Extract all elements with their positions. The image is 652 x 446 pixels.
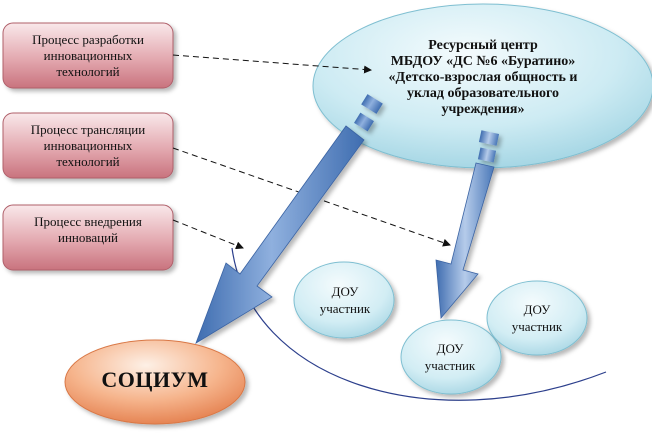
process-label-development: Процесс разработки инновационных техноло… (32, 31, 144, 79)
participant-label-2: ДОУ участник (424, 341, 476, 373)
connector-translation-to-participant (172, 147, 451, 247)
process-label-implementation: Процесс внедрения инноваций (34, 214, 142, 245)
arrow-center-to-participant (435, 130, 500, 319)
socium-label: СОЦИУМ (101, 367, 209, 392)
process-box-translation (2, 112, 174, 179)
participant-ellipse-3 (486, 280, 588, 356)
participant-ellipse-1 (293, 261, 395, 339)
process-label-translation: Процесс трансляции инновационных техноло… (30, 121, 146, 169)
connector-implementation-to-socium (172, 219, 244, 250)
socium-ellipse (64, 339, 246, 425)
connector-development-to-center (172, 54, 372, 74)
participant-label-3: ДОУ участник (511, 302, 563, 334)
arrow-center-to-socium (195, 94, 383, 344)
participant-ellipse-2 (400, 319, 502, 395)
resource-center-label: Ресурсный центр МБДОУ «ДС №6 «Буратино» … (388, 38, 578, 117)
process-box-implementation (2, 204, 174, 271)
participant-label-1: ДОУ участник (319, 284, 371, 316)
